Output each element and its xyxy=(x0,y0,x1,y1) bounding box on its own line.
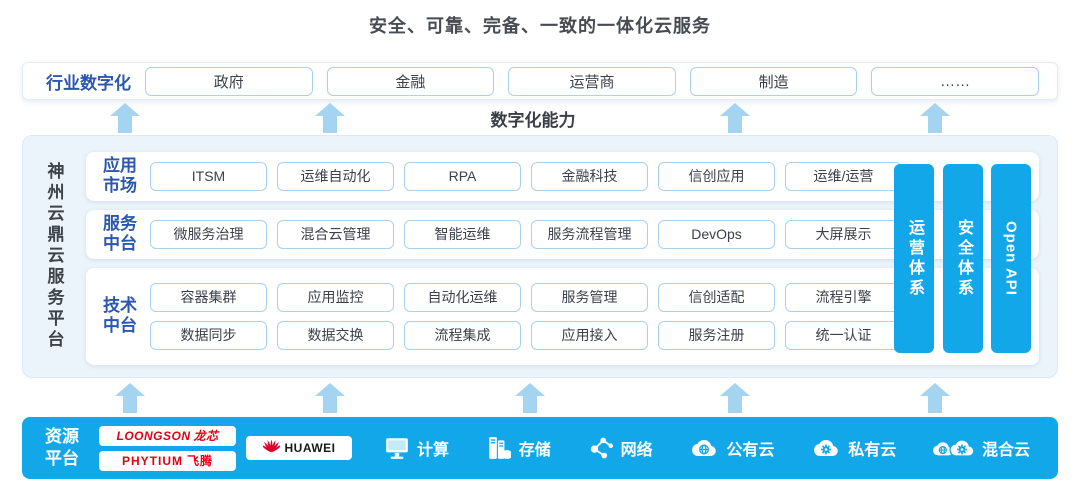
platform-row-label: 应用市场 xyxy=(103,155,137,196)
digital-capability-band: 数字化能力 xyxy=(0,100,1080,135)
platform-pillar: 安全体系 xyxy=(943,164,983,353)
industry-item: 政府 xyxy=(145,66,313,96)
industry-item: 制造 xyxy=(689,66,858,96)
resource-service: 网络 xyxy=(588,436,653,460)
resource-arrow-band xyxy=(0,381,1080,415)
platform-capability-item: 混合云管理 xyxy=(277,219,394,249)
platform-capability-item: ITSM xyxy=(150,161,267,191)
resource-service: 混合云 xyxy=(933,436,1030,460)
platform-rows: 应用市场 ITSM 运维自动化 RPA 金融科技信创应用运维/运营服务中台微服务治理混合… xyxy=(86,152,1039,365)
storage-icon xyxy=(486,436,512,460)
huawei-flower-icon xyxy=(260,438,282,458)
platform-row-line: 容器集群应用监控自动化运维服务管理信创适配流程引擎 xyxy=(150,282,902,312)
platform-capability-item: 服务流程管理 xyxy=(531,219,648,249)
platform-capability-item: 运维自动化 xyxy=(277,161,394,191)
platform-capability-item: RPA xyxy=(404,161,521,191)
platform-capability-item: 服务注册 xyxy=(658,320,775,350)
phytium-logo-text: PHYTIUM xyxy=(121,453,183,468)
loongson-logo-suffix: 龙芯 xyxy=(193,429,219,443)
platform-capability-item: 流程集成 xyxy=(404,320,521,350)
platform-row-label: 技术中台 xyxy=(103,295,137,336)
platform-row: 应用市场 ITSM 运维自动化 RPA 金融科技信创应用运维/运营 xyxy=(86,152,1039,201)
industry-row-label: 行业数字化 xyxy=(46,73,131,93)
up-arrow-icon xyxy=(720,383,750,413)
platform-side-label: 神州云鼎云服务平台 xyxy=(44,162,64,351)
vendor-logos: LOONGSON 龙芯 PHYTIUM 飞腾 xyxy=(99,425,236,471)
platform-row-label: 服务中台 xyxy=(103,213,137,254)
up-arrow-icon xyxy=(515,383,545,413)
resource-service: 公有云 xyxy=(689,436,774,460)
platform-capability-item: 服务管理 xyxy=(531,282,648,312)
platform-row-lines: 容器集群应用监控自动化运维服务管理信创适配流程引擎数据同步数据交换流程集成应用接… xyxy=(150,282,902,350)
up-arrow-icon xyxy=(315,383,345,413)
resource-service: 私有云 xyxy=(811,436,896,460)
resource-platform: 资源平台 LOONGSON 龙芯 PHYTIUM 飞腾 xyxy=(22,417,1058,479)
phytium-logo: PHYTIUM 飞腾 xyxy=(99,450,236,471)
resource-service-label: 计算 xyxy=(417,442,450,459)
platform-row-lines: ITSM 运维自动化 RPA 金融科技信创应用运维/运营 xyxy=(150,161,902,191)
platform-capability-item: 运维/运营 xyxy=(785,161,902,191)
platform-row: 服务中台微服务治理混合云管理智能运维服务流程管理 DevOps 大屏展示 xyxy=(86,209,1039,259)
industry-row: 行业数字化 政府金融运营商制造 …… xyxy=(22,62,1058,100)
phytium-logo-suffix: 飞腾 xyxy=(186,454,213,468)
platform-capability-item: 应用监控 xyxy=(277,282,394,312)
industry-items: 政府金融运营商制造 …… xyxy=(145,66,1039,96)
platform-row-lines: 微服务治理混合云管理智能运维服务流程管理 DevOps 大屏展示 xyxy=(150,219,902,249)
resource-service-label: 存储 xyxy=(518,442,551,459)
platform-capability-item: 信创适配 xyxy=(658,282,775,312)
up-arrow-icon xyxy=(720,103,750,133)
platform-capability-item: 数据交换 xyxy=(277,320,394,350)
platform-capability-item: 自动化运维 xyxy=(404,282,521,312)
public-cloud-icon xyxy=(689,436,719,460)
platform-capability-item: 容器集群 xyxy=(150,282,267,312)
platform-capability-item: 微服务治理 xyxy=(150,219,267,249)
resource-platform-label: 资源平台 xyxy=(45,426,79,468)
platform-capability-item: DevOps xyxy=(658,219,775,249)
platform-capability-item: 智能运维 xyxy=(404,219,521,249)
resource-service-label: 公有云 xyxy=(726,442,775,459)
up-arrow-icon xyxy=(920,383,950,413)
loongson-logo: LOONGSON 龙芯 xyxy=(99,425,236,446)
page-title: 安全、可靠、完备、一致的一体化云服务 xyxy=(369,16,711,36)
up-arrow-icon xyxy=(115,383,145,413)
platform-capability-item: 大屏展示 xyxy=(785,219,902,249)
loongson-logo-text: LOONGSON xyxy=(116,428,191,443)
private-cloud-icon xyxy=(811,436,841,460)
platform-capability-item: 金融科技 xyxy=(531,161,648,191)
huawei-logo: HUAWEI xyxy=(246,436,352,460)
industry-item: 金融 xyxy=(326,66,495,96)
platform-capability-item: 数据同步 xyxy=(150,320,267,350)
up-arrow-icon xyxy=(110,103,140,133)
hybrid-cloud-icon xyxy=(933,436,975,460)
compute-icon xyxy=(384,436,410,460)
platform-capability-item: 流程引擎 xyxy=(785,282,902,312)
industry-item: 运营商 xyxy=(508,66,676,96)
resource-service: 计算 xyxy=(384,436,449,460)
network-icon xyxy=(588,436,614,460)
platform-row-line: ITSM 运维自动化 RPA 金融科技信创应用运维/运营 xyxy=(150,161,902,191)
up-arrow-icon xyxy=(920,103,950,133)
platform-capability-item: 应用接入 xyxy=(531,320,648,350)
platform-section: 神州云鼎云服务平台 应用市场 ITSM 运维自动化 RPA 金融科技信创应用运维/运营服… xyxy=(22,135,1058,378)
industry-item: …… xyxy=(871,66,1039,96)
resource-service-label: 私有云 xyxy=(848,442,897,459)
huawei-logo-text: HUAWEI xyxy=(284,441,336,455)
platform-row-line: 微服务治理混合云管理智能运维服务流程管理 DevOps 大屏展示 xyxy=(150,219,902,249)
resource-service: 存储 xyxy=(486,436,551,460)
platform-capability-item: 信创应用 xyxy=(658,161,775,191)
resource-services: 计算 存储 网络 公有云 私有云 混合云 xyxy=(366,436,1038,460)
resource-service-label: 网络 xyxy=(620,442,653,459)
resource-service-label: 混合云 xyxy=(981,442,1030,459)
platform-row: 技术中台容器集群应用监控自动化运维服务管理信创适配流程引擎数据同步数据交换流程集… xyxy=(86,267,1039,365)
platform-capability-item: 统一认证 xyxy=(785,320,902,350)
up-arrow-icon xyxy=(315,103,345,133)
platform-pillar: 运营体系 xyxy=(894,164,934,353)
platform-pillar: Open API xyxy=(991,164,1031,353)
platform-row-line: 数据同步数据交换流程集成应用接入服务注册统一认证 xyxy=(150,320,902,350)
digital-capability-label: 数字化能力 xyxy=(490,111,576,130)
